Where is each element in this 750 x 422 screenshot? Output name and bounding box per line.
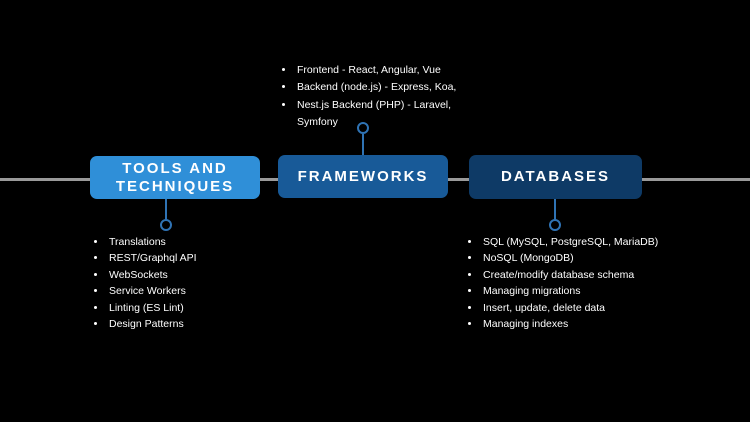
tools-and-techniques-title: TOOLS AND TECHNIQUES [115, 159, 235, 195]
databases-connector-dot [549, 219, 561, 231]
list-item: Translations [107, 234, 197, 250]
list-item: NoSQL (MongoDB) [481, 250, 658, 266]
list-item: Nest.js Backend (PHP) - Laravel, Symfony [295, 97, 473, 132]
frameworks-connector-dot [357, 122, 369, 134]
list-item: Managing indexes [481, 316, 658, 332]
list-item: Design Patterns [107, 316, 197, 332]
list-item: REST/Graphql API [107, 250, 197, 266]
tools-connector-line [165, 199, 167, 220]
list-item: SQL (MySQL, PostgreSQL, MariaDB) [481, 234, 658, 250]
list-item: Backend (node.js) - Express, Koa, [295, 79, 473, 96]
tools-connector-dot [160, 219, 172, 231]
databases-list: SQL (MySQL, PostgreSQL, MariaDB) NoSQL (… [467, 234, 658, 332]
frameworks-list: Frontend - React, Angular, Vue Backend (… [281, 62, 473, 131]
list-item: Create/modify database schema [481, 267, 658, 283]
databases-title: DATABASES [500, 168, 611, 185]
list-item: Insert, update, delete data [481, 300, 658, 316]
frameworks-connector-line [362, 134, 364, 155]
databases-connector-line [554, 199, 556, 220]
list-item: Managing migrations [481, 283, 658, 299]
tools-and-techniques-list: Translations REST/Graphql API WebSockets… [93, 234, 197, 332]
databases-node: DATABASES [469, 155, 642, 199]
list-item: Frontend - React, Angular, Vue [295, 62, 473, 79]
list-item: Service Workers [107, 283, 197, 299]
list-item: WebSockets [107, 267, 197, 283]
frameworks-node: FRAMEWORKS [278, 155, 448, 198]
tools-and-techniques-node: TOOLS AND TECHNIQUES [90, 156, 260, 199]
frameworks-title: FRAMEWORKS [297, 167, 429, 185]
list-item: Linting (ES Lint) [107, 300, 197, 316]
